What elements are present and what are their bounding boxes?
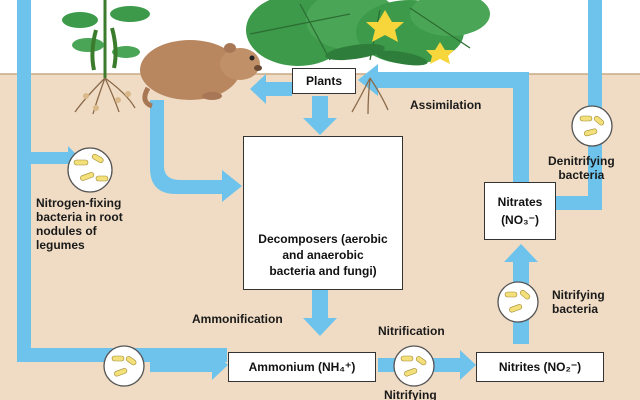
legume-plant-icon	[62, 0, 150, 115]
bacteria-icon	[393, 345, 435, 387]
nitrates-node: Nitrates (NO₃⁻)	[484, 182, 556, 240]
gopher-animal-icon	[140, 40, 262, 109]
ammonium-node: Ammonium (NH₄⁺)	[228, 352, 376, 382]
bacteria-icon	[571, 105, 613, 147]
bacteria-icon	[67, 147, 113, 193]
nitrates-label: Nitrates	[497, 195, 543, 209]
bacteria-icon	[497, 281, 539, 323]
ammonification-label: Ammonification	[192, 312, 283, 326]
decomposers-node: Decomposers (aerobic and anaerobic bacte…	[243, 136, 403, 290]
squash-plant-icon	[246, 0, 490, 115]
nitrates-formula: (NO₃⁻)	[501, 213, 539, 227]
assimilation-label: Assimilation	[410, 98, 482, 112]
nitrification-label: Nitrification	[378, 324, 445, 338]
cycle-arrows	[17, 0, 602, 380]
plants-node: Plants	[292, 68, 356, 94]
nitrogen-fixing-bacteria-label: Nitrogen-fixing bacteria in root nodules…	[36, 196, 123, 252]
denitrifying-bacteria-label: Denitrifying bacteria	[548, 154, 615, 182]
nitrifying-bottom-label: Nitrifying	[384, 388, 437, 400]
nitrifying-bacteria-label: Nitrifying bacteria	[552, 288, 605, 316]
decomposers-label: Decomposers (aerobic and anaerobic bacte…	[258, 232, 388, 278]
bacteria-icon	[103, 345, 145, 387]
nitrites-node: Nitrites (NO₂⁻)	[476, 352, 604, 382]
